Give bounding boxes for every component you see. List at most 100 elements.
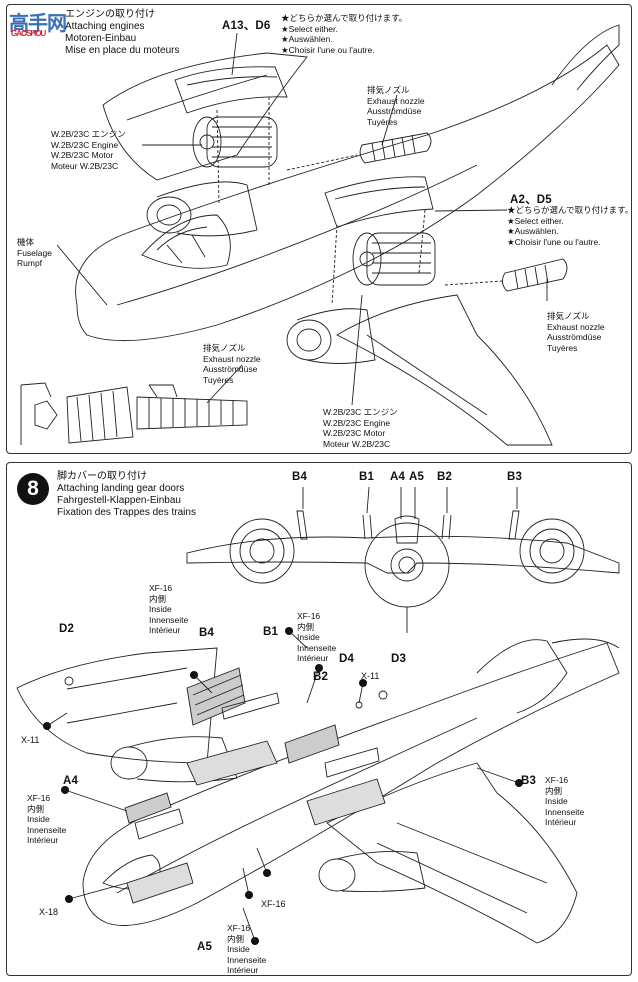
part-label-a5: A5 xyxy=(197,941,213,953)
note-line: Inside xyxy=(227,944,250,954)
watermark-logo: 高手网 GAOSHOU xyxy=(9,7,71,38)
label-line: 排気ノズル xyxy=(367,85,410,95)
label-line: Rumpf xyxy=(17,258,43,268)
part-label-b4: B4 xyxy=(199,627,215,639)
exhaust-nozzle-label-mid: 排気ノズル Exhaust nozzle Ausströmdüse Tuyère… xyxy=(203,343,261,385)
part-label-a2-d5: A2、D5 xyxy=(510,194,552,206)
label-line: Exhaust nozzle xyxy=(547,321,605,332)
title-line: エンジンの取り付け xyxy=(65,9,155,20)
front-label-b2: B2 xyxy=(437,471,453,483)
paint-note-b1: XF-16 内側 Inside Innenseite Intérieur xyxy=(297,611,336,664)
step-8-panel: 8 脚カバーの取り付け Attaching landing gear doors… xyxy=(6,462,632,976)
note-line: Intérieur xyxy=(227,965,259,975)
label-line: W.2B/23C Motor xyxy=(323,428,386,438)
note-line: Intérieur xyxy=(545,817,577,827)
label-line: Ausströmdüse xyxy=(203,364,258,374)
paint-label-x18: X-18 xyxy=(39,907,59,917)
note-line: XF-16 xyxy=(227,923,251,933)
note-line: Innenseite xyxy=(27,824,67,835)
note-line: ★Auswählen. xyxy=(281,34,333,44)
note-line: Innenseite xyxy=(227,954,267,965)
paint-note-a5: XF-16 内側 Inside Innenseite Intérieur xyxy=(227,923,266,976)
title-line: Fixation des Trappes des trains xyxy=(57,507,196,518)
step-7-panel: 高手网 GAOSHOU エンジンの取り付け Attaching engines … xyxy=(6,4,633,454)
label-line: Fuselage xyxy=(17,247,52,258)
title-line: Fahrgestell-Klappen-Einbau xyxy=(57,495,181,506)
label-line: Moteur W.2B/23C xyxy=(323,438,391,449)
step-8-title: 脚カバーの取り付け Attaching landing gear doors F… xyxy=(57,471,196,519)
label-line: Moteur W.2B/23C xyxy=(51,160,119,171)
front-label-b1: B1 xyxy=(359,471,375,483)
note-line: ★どちらか選んで取り付けます。 xyxy=(507,205,634,215)
title-line: 脚カバーの取り付け xyxy=(57,471,147,482)
label-line: 機体 xyxy=(17,237,35,247)
label-line: Ausströmdüse xyxy=(547,332,602,342)
label-line: 排気ノズル xyxy=(203,343,246,353)
paint-note-b3: XF-16 内側 Inside Innenseite Intérieur xyxy=(545,775,584,828)
note-line: Innenseite xyxy=(545,806,585,817)
part-label-b3: B3 xyxy=(521,775,537,787)
exhaust-nozzle-label-right: 排気ノズル Exhaust nozzle Ausströmdüse Tuyère… xyxy=(547,311,605,353)
part-label-d3: D3 xyxy=(391,653,407,665)
label-line: Exhaust nozzle xyxy=(367,95,425,106)
label-line: 排気ノズル xyxy=(547,311,590,321)
paint-label-xf16: XF-16 xyxy=(261,899,286,909)
front-label-a5: A5 xyxy=(409,471,425,483)
step-number-badge: 8 xyxy=(17,473,49,505)
paint-note-a4: XF-16 内側 Inside Innenseite Intérieur xyxy=(27,793,66,846)
note-line: ★Choisir l'une ou l'autre. xyxy=(507,236,601,247)
watermark-text: 高手网 xyxy=(9,13,67,35)
note-line: Inside xyxy=(297,632,320,642)
note-line: XF-16 xyxy=(297,611,321,621)
note-line: ★Choisir l'une ou l'autre. xyxy=(281,44,375,55)
label-line: W.2B/23C エンジン xyxy=(51,129,126,139)
label-line: W.2B/23C Motor xyxy=(51,150,114,160)
note-line: XF-16 xyxy=(27,793,51,803)
note-line: XF-16 xyxy=(149,583,173,593)
title-line: Attaching landing gear doors xyxy=(57,483,185,494)
watermark-subtext: GAOSHOU xyxy=(11,29,46,38)
note-line: ★どちらか選んで取り付けます。 xyxy=(281,13,408,23)
note-line: Innenseite xyxy=(149,614,189,625)
select-either-note-top: ★どちらか選んで取り付けます。 ★Select either. ★Auswähl… xyxy=(281,13,407,55)
note-line: 内側 xyxy=(149,593,167,604)
label-line: Tuyères xyxy=(203,374,234,385)
part-label-a13-d6: A13、D6 xyxy=(222,20,271,32)
front-label-b3: B3 xyxy=(507,471,523,483)
title-line: Attaching engines xyxy=(65,21,145,32)
label-line: W.2B/23C Engine xyxy=(51,139,119,150)
part-label-b1: B1 xyxy=(263,626,279,638)
engine-assembly-illustration xyxy=(20,24,620,446)
exhaust-nozzle-label-top: 排気ノズル Exhaust nozzle Ausströmdüse Tuyère… xyxy=(367,85,425,127)
note-line: ★Auswählen. xyxy=(507,226,559,236)
part-label-d4: D4 xyxy=(339,653,355,665)
title-line: Motoren-Einbau xyxy=(65,33,137,44)
select-either-note-right: ★どちらか選んで取り付けます。 ★Select either. ★Auswähl… xyxy=(507,205,633,247)
label-line: W.2B/23C エンジン xyxy=(323,407,398,417)
part-label-b2: B2 xyxy=(313,671,329,683)
note-line: Intérieur xyxy=(297,653,329,663)
paint-label-x11-right: X-11 xyxy=(361,671,380,681)
note-line: 内側 xyxy=(545,785,563,796)
front-label-a4: A4 xyxy=(390,471,406,483)
part-label-a4: A4 xyxy=(63,775,79,787)
landing-gear-doors-illustration xyxy=(16,486,620,945)
note-line: Inside xyxy=(545,796,568,806)
label-line: W.2B/23C Engine xyxy=(323,417,391,428)
front-label-b4: B4 xyxy=(292,471,308,483)
note-line: Inside xyxy=(27,814,50,824)
note-line: 内側 xyxy=(227,933,245,944)
note-line: 内側 xyxy=(297,621,315,632)
note-line: Inside xyxy=(149,604,172,614)
label-line: Exhaust nozzle xyxy=(203,353,261,364)
note-line: 内側 xyxy=(27,803,45,814)
part-label-d2: D2 xyxy=(59,623,75,635)
note-line: Innenseite xyxy=(297,642,337,653)
label-line: Tuyères xyxy=(547,342,578,353)
paint-note-b4: XF-16 内側 Inside Innenseite Intérieur xyxy=(149,583,188,636)
paint-label-x11-left: X-11 xyxy=(21,735,40,745)
fuselage-label: 機体 Fuselage Rumpf xyxy=(17,237,52,269)
engine-label-top: W.2B/23C エンジン W.2B/23C Engine W.2B/23C M… xyxy=(51,129,126,171)
note-line: Intérieur xyxy=(149,625,181,635)
title-line: Mise en place du moteurs xyxy=(65,45,180,56)
